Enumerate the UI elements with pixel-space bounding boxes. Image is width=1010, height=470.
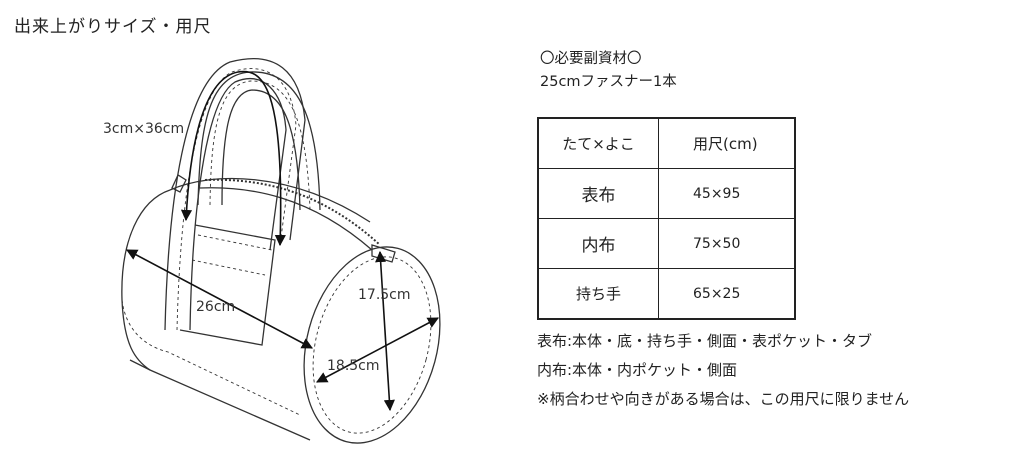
header-yardage: 用尺(cm) [658, 117, 795, 169]
row-size: 75×50 [658, 218, 795, 269]
table-header-row: たて×よこ 用尺(cm) [537, 117, 795, 169]
fabric-requirement-table: たて×よこ 用尺(cm) 表布 45×95 内布 75×50 持ち手 65×25 [537, 117, 796, 320]
row-size: 45×95 [658, 168, 795, 219]
header-dimension: たて×よこ [537, 117, 659, 169]
height-dimension-label: 17.5cm [358, 287, 411, 303]
depth-dimension-label: 18.5cm [327, 358, 380, 374]
row-fabric: 持ち手 [537, 268, 659, 320]
bag-illustration [121, 58, 441, 444]
width-dimension-label: 26cm [196, 299, 236, 315]
width-arrow [126, 249, 313, 349]
height-arrow [375, 250, 395, 412]
note-inner-fabric: 内布:本体・内ポケット・側面 [537, 361, 738, 379]
note-outer-fabric: 表布:本体・底・持ち手・側面・表ポケット・タブ [537, 332, 873, 350]
fabric-usage-notes: 表布:本体・底・持ち手・側面・表ポケット・タブ 内布:本体・内ポケット・側面 ※… [537, 327, 909, 414]
bag-body [121, 189, 311, 441]
table-row: 表布 45×95 [537, 168, 795, 219]
depth-arrow [316, 317, 439, 383]
front-handle [164, 58, 306, 331]
note-pattern-warning: ※柄合わせや向きがある場合は、この用尺に限りません [537, 390, 910, 408]
zipper [204, 178, 381, 246]
table-row: 持ち手 65×25 [537, 268, 795, 320]
bag-illustration-area: 3cm×36cm 26cm 17.5cm 18.5cm [103, 58, 441, 444]
side-panel [303, 246, 441, 444]
handle-dimension-label: 3cm×36cm [103, 121, 185, 137]
materials-notes: 〇必要副資材〇 25cmファスナー1本 [540, 48, 677, 94]
materials-item: 25cmファスナー1本 [540, 74, 677, 90]
page-title: 出来上がりサイズ・用尺 [14, 17, 212, 37]
bag-top [169, 177, 371, 223]
materials-heading: 〇必要副資材〇 [540, 51, 642, 67]
row-size: 65×25 [658, 268, 795, 320]
handle-length-arrow [180, 70, 286, 247]
row-fabric: 表布 [537, 168, 659, 219]
row-fabric: 内布 [537, 218, 659, 269]
table-row: 内布 75×50 [537, 218, 795, 269]
